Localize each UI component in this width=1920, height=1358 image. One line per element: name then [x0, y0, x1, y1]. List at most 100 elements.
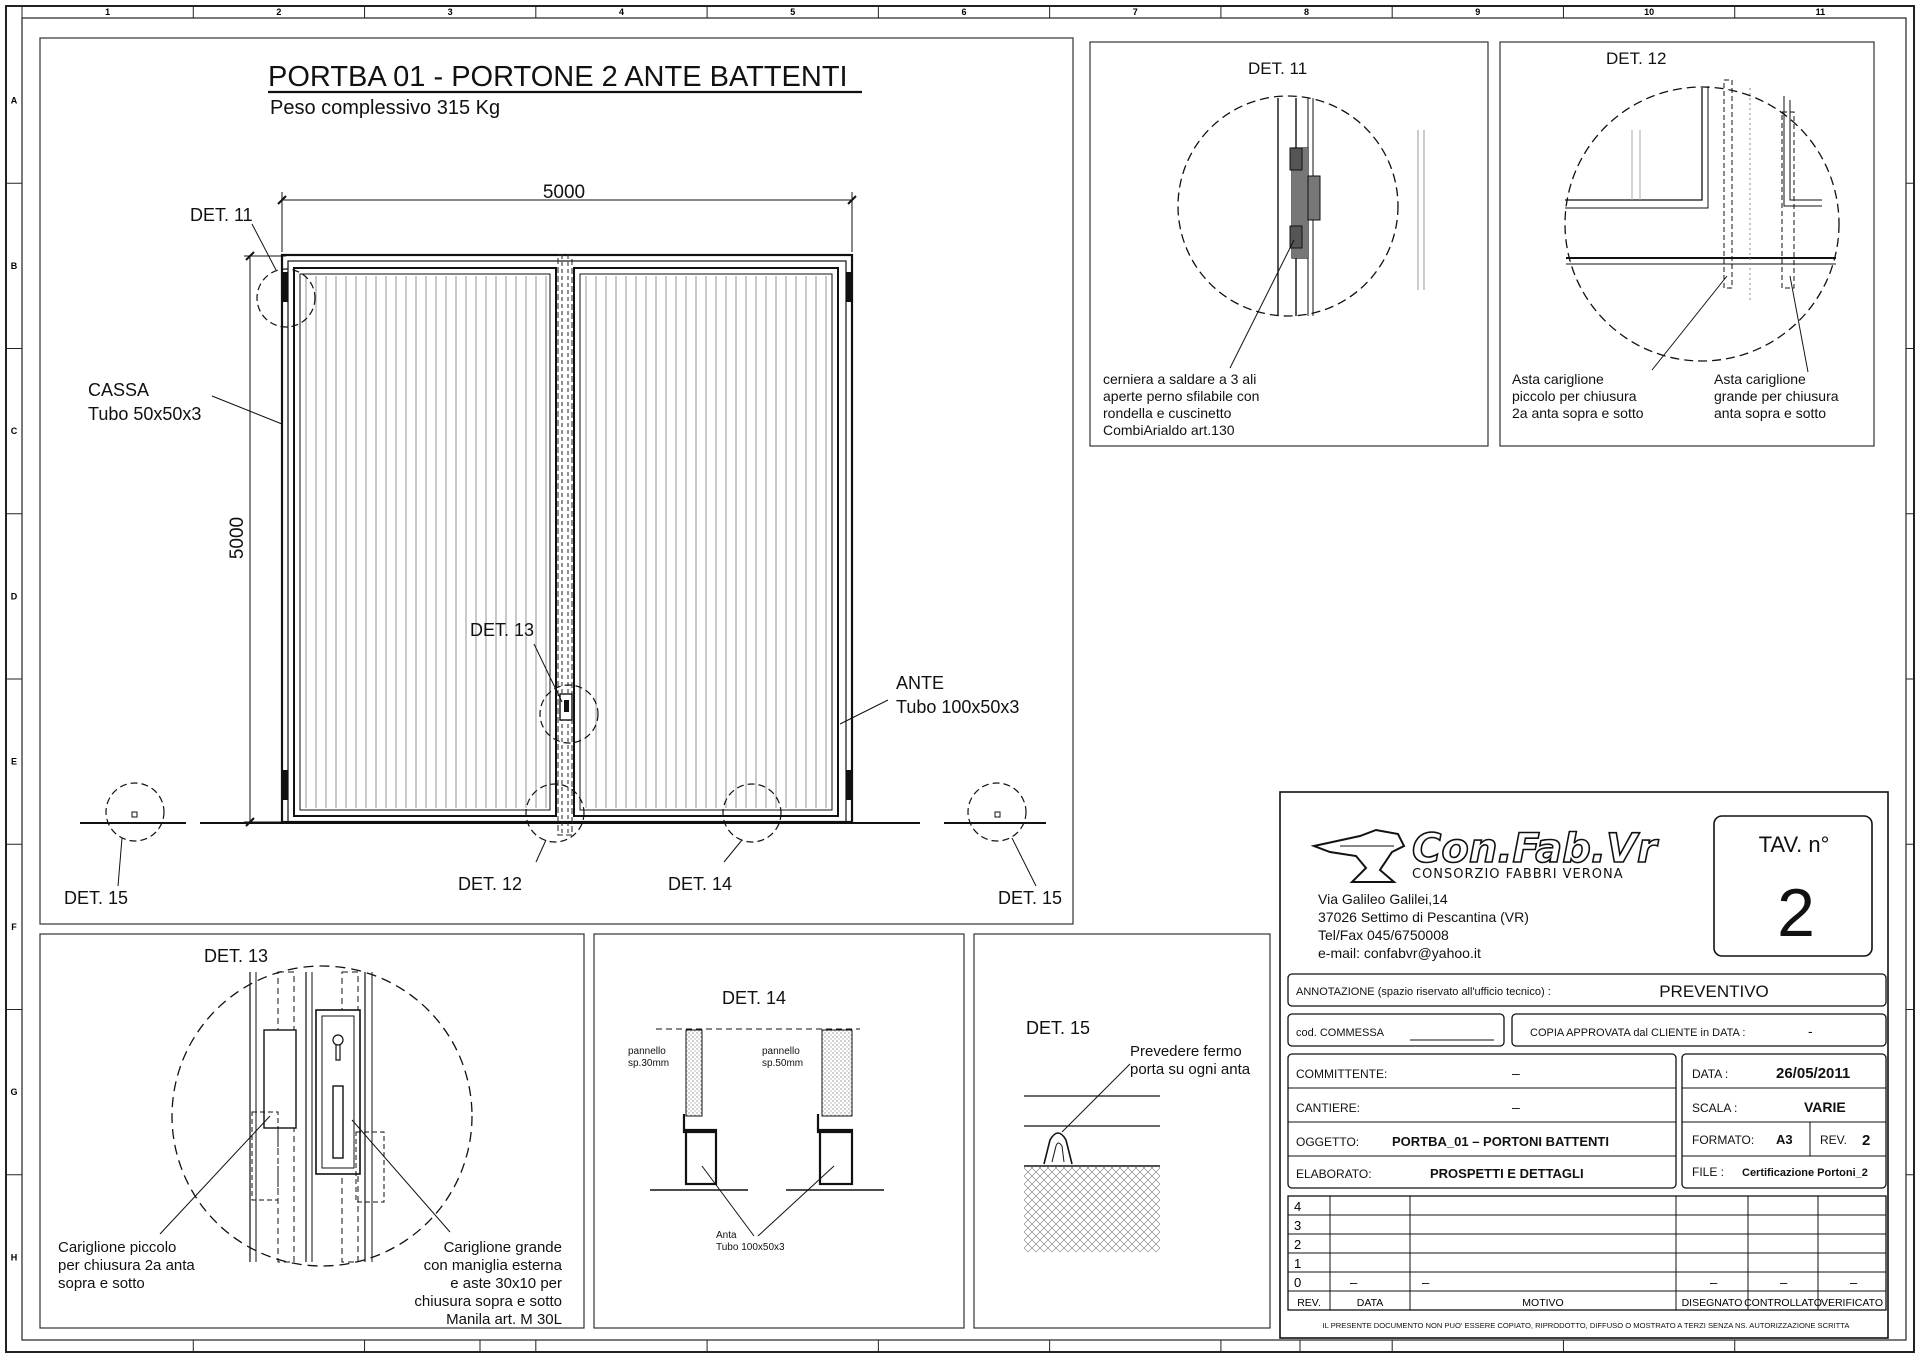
label-ante-tube: Tubo 100x50x3: [896, 697, 1019, 717]
revision-number: 2: [1294, 1237, 1301, 1252]
det13-left-3: sopra e sotto: [58, 1275, 145, 1292]
det14-panel-right-1: pannello: [762, 1046, 800, 1057]
label-det14-main: DET. 14: [668, 874, 732, 894]
det13-panel: [39, 933, 585, 1329]
det12-right-2: grande per chiusura: [1714, 388, 1839, 404]
revision-header: MOTIVO: [1522, 1297, 1563, 1309]
oggetto-value: PORTBA_01 – PORTONI BATTENTI: [1392, 1134, 1609, 1149]
row-label: C: [11, 426, 18, 436]
det12-left-1: Asta cariglione: [1512, 371, 1604, 387]
det13-right-4: chiusura sopra e sotto: [414, 1293, 562, 1310]
revision-cell: –: [1780, 1275, 1788, 1290]
det14-anta-2: Tubo 100x50x3: [716, 1242, 785, 1253]
gate-leaf-right: [573, 267, 839, 817]
column-label: 1: [105, 7, 110, 17]
width-dimension: [277, 192, 857, 252]
row-label: A: [11, 96, 18, 106]
tav-box: [1713, 815, 1873, 957]
annotazione-label: ANNOTAZIONE (spazio riservato all'uffici…: [1296, 986, 1551, 998]
row-label: B: [11, 261, 18, 271]
column-ticks: [192, 6, 1736, 1352]
scala-label: SCALA :: [1692, 1101, 1737, 1115]
column-label: 7: [1133, 7, 1138, 17]
copia-label: COPIA APPROVATA dal CLIENTE in DATA :: [1530, 1027, 1745, 1039]
copia-value: -: [1808, 1023, 1813, 1039]
project-info-box: [1287, 1053, 1677, 1189]
det12-circle: [1564, 86, 1840, 362]
gate-frame-cassa: [280, 253, 854, 824]
main-view-frame: [39, 37, 1074, 925]
data-label: DATA :: [1692, 1067, 1728, 1081]
committente-value: –: [1512, 1065, 1520, 1081]
column-label: 6: [961, 7, 966, 17]
revision-header: VERIFICATO: [1821, 1297, 1883, 1309]
scala-value: VARIE: [1804, 1099, 1846, 1115]
det13-right-2: con maniglia esterna: [424, 1257, 563, 1274]
det15-title: DET. 15: [1026, 1018, 1090, 1038]
label-det15-left: DET. 15: [64, 888, 128, 908]
column-label: 4: [619, 7, 624, 17]
formato-value: A3: [1776, 1132, 1793, 1147]
det11-circle: [1177, 95, 1399, 317]
revision-number: 4: [1294, 1199, 1301, 1214]
center-lock: [559, 693, 573, 721]
cantiere-label: CANTIERE:: [1296, 1101, 1360, 1115]
elaborato-label: ELABORATO:: [1296, 1167, 1372, 1181]
column-label: 8: [1304, 7, 1309, 17]
bottom-strip: [479, 1340, 1301, 1352]
det12-right-1: Asta cariglione: [1714, 371, 1806, 387]
det11-note-2: aperte perno sfilabile con: [1103, 388, 1259, 404]
label-det11-main: DET. 11: [190, 205, 253, 225]
revision-number: 3: [1294, 1218, 1301, 1233]
revision-header: DATA: [1357, 1297, 1383, 1309]
det14-panel-left-1: pannello: [628, 1046, 666, 1057]
anvil-logo-icon: [1310, 828, 1406, 883]
stop-marker-left: [131, 811, 138, 818]
det13-left-2: per chiusura 2a anta: [58, 1257, 195, 1274]
det11-note-1: cerniera a saldare a 3 ali: [1103, 371, 1256, 387]
gate-leaf-left: [293, 267, 557, 817]
det11-note-3: rondella e cuscinetto: [1103, 405, 1232, 421]
det15-note-2: porta su ogni anta: [1130, 1061, 1251, 1078]
revision-cell: –: [1710, 1275, 1718, 1290]
det12-left-2: piccolo per chiusura: [1512, 388, 1637, 404]
det11-hinge-drawing: [1229, 98, 1425, 369]
row-label: D: [11, 591, 18, 601]
copia-box: [1511, 1013, 1887, 1047]
det12-drawing: [1565, 79, 1836, 373]
annotazione-value: PREVENTIVO: [1659, 982, 1769, 1001]
det11-panel: [1089, 41, 1489, 447]
det13-right-1: Cariglione grande: [444, 1239, 562, 1256]
label-ante: ANTE: [896, 673, 944, 693]
data-value: 26/05/2011: [1776, 1065, 1850, 1082]
label-cassa: CASSA: [88, 380, 149, 400]
det14-title: DET. 14: [722, 988, 786, 1008]
rev-label: REV.: [1820, 1133, 1847, 1147]
gate-slats: [305, 276, 827, 808]
row-label: H: [11, 1252, 18, 1262]
height-dimension: [244, 251, 286, 827]
formato-label: FORMATO:: [1692, 1133, 1754, 1147]
cantiere-value: –: [1512, 1099, 1520, 1115]
det12-right-3: anta sopra e sotto: [1714, 405, 1826, 421]
revision-cell: –: [1350, 1275, 1358, 1290]
titleblock-footer: IL PRESENTE DOCUMENTO NON PUO' ESSERE CO…: [1323, 1321, 1851, 1330]
titleblock-frame: [1279, 791, 1889, 1339]
revision-cell: –: [1422, 1275, 1430, 1290]
commessa-label: cod. COMMESSA: [1296, 1027, 1385, 1039]
column-label: 11: [1816, 7, 1826, 17]
det14-anta-1: Anta: [716, 1230, 737, 1241]
det13-right-5: Manila art. M 30L: [446, 1311, 562, 1328]
det12-panel: [1499, 41, 1875, 447]
width-dim-label: 5000: [543, 182, 585, 203]
column-label: 3: [448, 7, 453, 17]
row-label: E: [11, 757, 17, 767]
sheet-info-box: [1681, 1053, 1887, 1189]
logo-text: Con.Fab.Vr: [1412, 826, 1659, 872]
row-label: G: [10, 1087, 17, 1097]
main-subtitle: Peso complessivo 315 Kg: [270, 97, 500, 119]
